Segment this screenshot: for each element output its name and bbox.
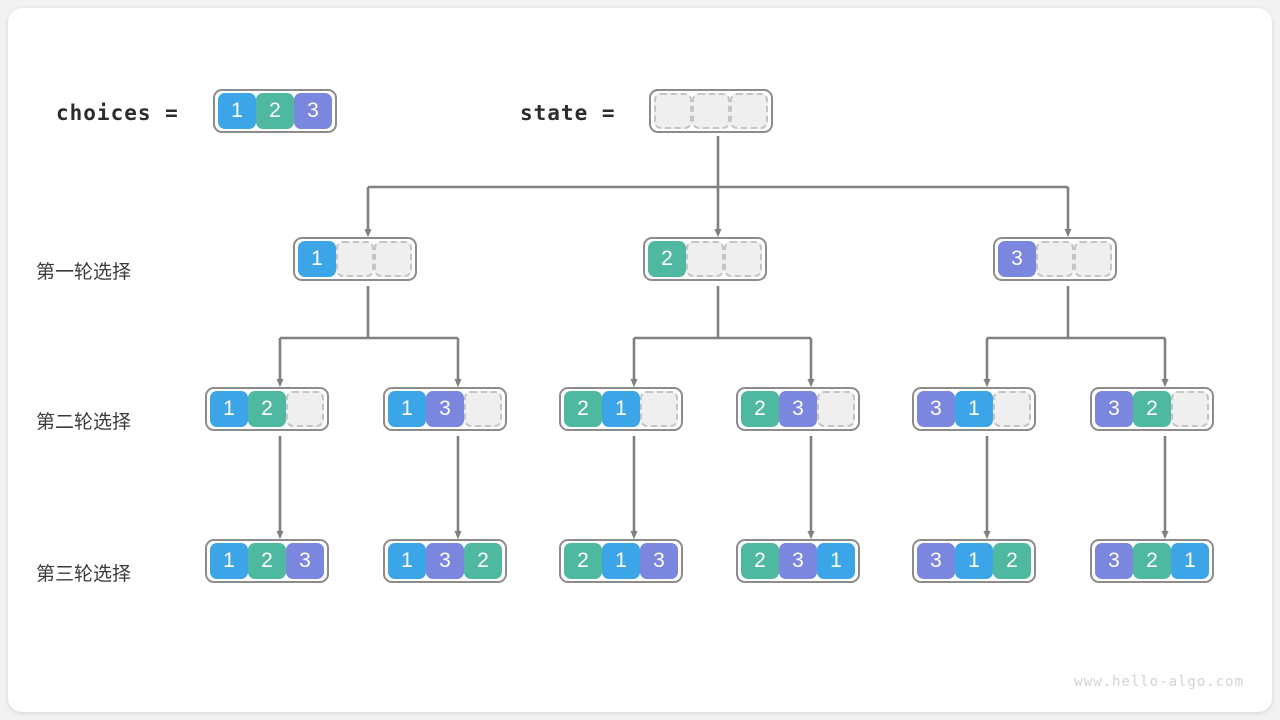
level-2-node-6-cell-3 — [1171, 391, 1209, 427]
row-label-level-1: 第一轮选择 — [36, 262, 132, 283]
level-1-node-1-cell-2 — [336, 241, 374, 277]
level-3-node-6-cell-3: 1 — [1171, 543, 1209, 579]
level-2-node-4-cell-1: 2 — [741, 391, 779, 427]
choices-cell-2: 2 — [256, 93, 294, 129]
level-3-node-4-cell-3: 1 — [817, 543, 855, 579]
level-2-node-3-cell-2: 1 — [602, 391, 640, 427]
level-3-node-4-cell-1: 2 — [741, 543, 779, 579]
choices-label: choices = — [56, 101, 179, 125]
level-3-node-3-cell-2: 1 — [602, 543, 640, 579]
level-1-node-3-cell-3 — [1074, 241, 1112, 277]
state-cell-2 — [692, 93, 730, 129]
level-2-node-2-cell-1: 1 — [388, 391, 426, 427]
level-2-node-1-cell-2: 2 — [248, 391, 286, 427]
row-label-level-3: 第三轮选择 — [36, 564, 132, 585]
level-2-node-6-cell-1: 3 — [1095, 391, 1133, 427]
level-3-node-1-cell-3: 3 — [286, 543, 324, 579]
level-3-node-5-cell-3: 2 — [993, 543, 1031, 579]
choices-cell-3: 3 — [294, 93, 332, 129]
level-3-node-2-cell-3: 2 — [464, 543, 502, 579]
level-3-node-3-cell-3: 3 — [640, 543, 678, 579]
level-2-node-5-cell-2: 1 — [955, 391, 993, 427]
row-label-level-2: 第二轮选择 — [36, 412, 132, 433]
state-cell-3 — [730, 93, 768, 129]
level-1-node-1: 1 — [293, 237, 417, 281]
choices-cell-1: 1 — [218, 93, 256, 129]
level-3-node-6-cell-2: 2 — [1133, 543, 1171, 579]
connector-wires — [276, 136, 1169, 540]
level-2-node-1-cell-1: 1 — [210, 391, 248, 427]
level-1-node-2-cell-3 — [724, 241, 762, 277]
level-1-node-3: 3 — [993, 237, 1117, 281]
level-1-node-2: 2 — [643, 237, 767, 281]
watermark: www.hello-algo.com — [1074, 674, 1244, 690]
level-3-node-1-cell-2: 2 — [248, 543, 286, 579]
state-cell-1 — [654, 93, 692, 129]
level-1-node-3-cell-1: 3 — [998, 241, 1036, 277]
level-1-node-2-cell-1: 2 — [648, 241, 686, 277]
level-3-node-3-cell-1: 2 — [564, 543, 602, 579]
level-2-node-2-cell-3 — [464, 391, 502, 427]
level-2-node-3-cell-3 — [640, 391, 678, 427]
level-1-node-3-cell-2 — [1036, 241, 1074, 277]
level-3-node-6-cell-1: 3 — [1095, 543, 1133, 579]
level-3-node-1-cell-1: 1 — [210, 543, 248, 579]
level-2-node-5-cell-3 — [993, 391, 1031, 427]
state-array — [649, 89, 773, 133]
level-2-node-1-cell-3 — [286, 391, 324, 427]
level-3-node-2-cell-1: 1 — [388, 543, 426, 579]
level-2-node-4-cell-2: 3 — [779, 391, 817, 427]
level-3-node-5-cell-2: 1 — [955, 543, 993, 579]
level-3-node-5-cell-1: 3 — [917, 543, 955, 579]
state-label: state = — [520, 101, 616, 125]
level-3-node-4-cell-2: 3 — [779, 543, 817, 579]
level-2-node-5-cell-1: 3 — [917, 391, 955, 427]
level-2-node-4-cell-3 — [817, 391, 855, 427]
level-1-node-1-cell-1: 1 — [298, 241, 336, 277]
level-1-node-2-cell-2 — [686, 241, 724, 277]
level-2-node-2-cell-2: 3 — [426, 391, 464, 427]
level-1-node-1-cell-3 — [374, 241, 412, 277]
level-2-node-3-cell-1: 2 — [564, 391, 602, 427]
level-2-node-6-cell-2: 2 — [1133, 391, 1171, 427]
level-3-node-2-cell-2: 3 — [426, 543, 464, 579]
